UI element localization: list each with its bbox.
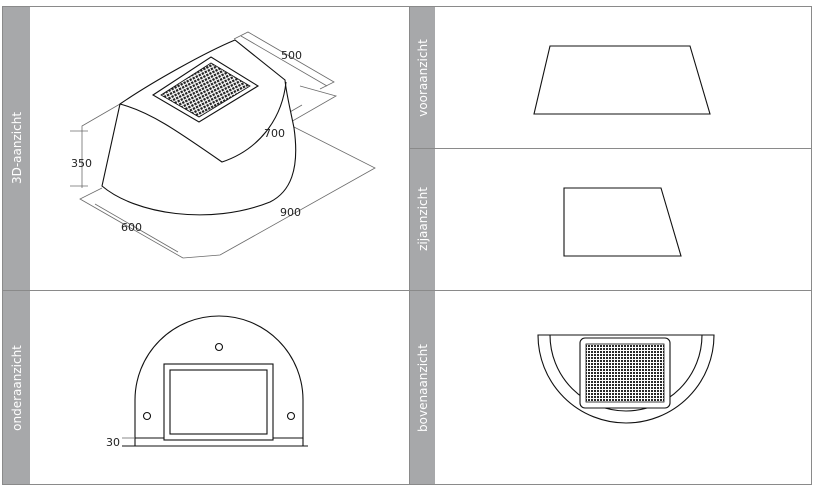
top-view <box>537 334 715 424</box>
dim-depth-top: 700 <box>264 127 285 140</box>
label-bottom-view: onderaanzicht <box>10 345 24 431</box>
panel-frame <box>2 6 812 485</box>
dim-width-top: 500 <box>281 49 302 62</box>
label-tabs: 3D-aanzicht onderaanzicht vooraanzicht z… <box>3 7 435 484</box>
tab-side <box>410 149 435 290</box>
hood-top-edge <box>119 81 287 163</box>
top-grille-mesh <box>585 343 665 403</box>
mount-hole-left <box>142 411 152 421</box>
isometric-view: 500 700 350 600 900 <box>70 31 376 259</box>
filter-inner <box>169 369 268 435</box>
mount-hole-right <box>286 411 296 421</box>
grille-mesh <box>160 62 251 118</box>
tab-front <box>410 7 435 148</box>
tab-top <box>410 291 435 484</box>
side-view-outline <box>563 187 682 257</box>
dim-height: 350 <box>71 157 92 170</box>
outer-border <box>2 6 812 485</box>
tab-3d <box>3 7 30 290</box>
dim-rim: 30 <box>106 436 120 449</box>
label-side-view: zijaanzicht <box>416 187 430 251</box>
mount-hole-top <box>214 342 224 352</box>
dim-depth-bottom: 900 <box>280 206 301 219</box>
dim-width-bottom: 600 <box>121 221 142 234</box>
bottom-view: 30 <box>106 315 308 449</box>
label-top-view: bovenaanzicht <box>416 344 430 432</box>
label-front-view: vooraanzicht <box>416 39 430 117</box>
label-3d-view: 3D-aanzicht <box>10 112 24 184</box>
tab-bottom <box>3 291 30 484</box>
front-view-outline <box>533 45 711 115</box>
